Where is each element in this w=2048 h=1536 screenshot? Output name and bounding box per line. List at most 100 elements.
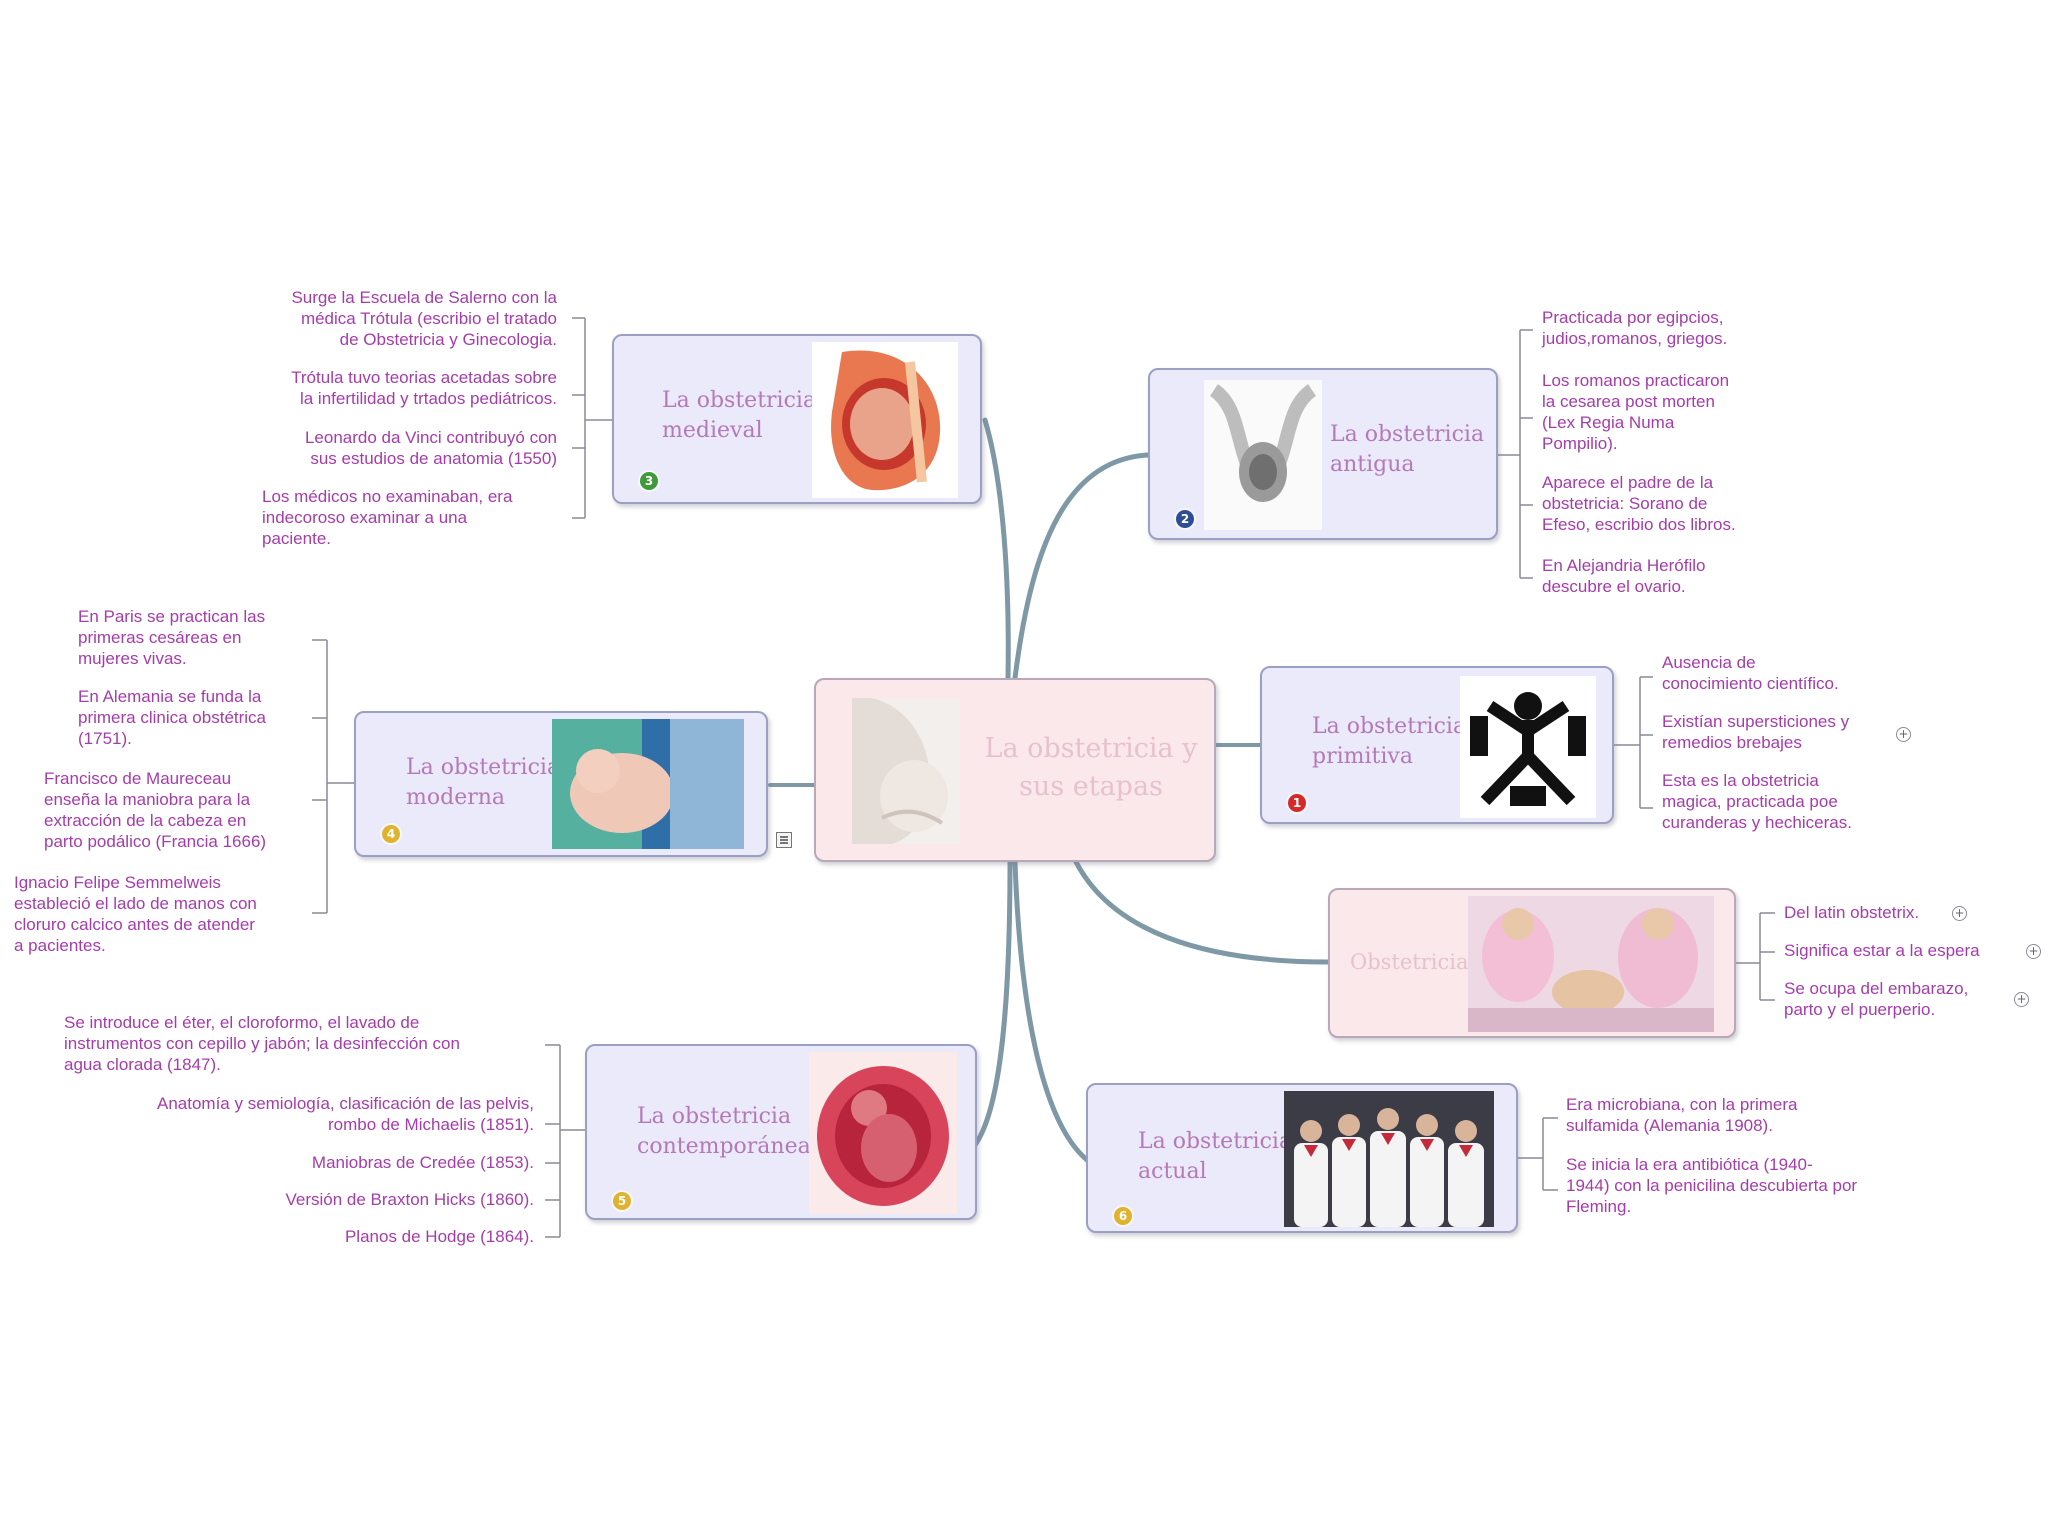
leaf-text-line: Existían supersticiones y — [1662, 711, 1849, 732]
leaf-text-line: Fleming. — [1566, 1196, 1857, 1217]
leaf-text-line: judios,romanos, griegos. — [1542, 328, 1727, 349]
node-title: La obstetricia contemporánea — [637, 1102, 811, 1162]
leaf-text-line: Maniobras de Credée (1853). — [312, 1152, 534, 1173]
leaf-text-line: En Paris se practican las — [78, 606, 265, 627]
leaf-text-line: instrumentos con cepillo y jabón; la des… — [64, 1033, 460, 1054]
note-icon[interactable] — [776, 832, 792, 848]
leaf-text-line: remedios brebajes — [1662, 732, 1849, 753]
leaf-text-line: Significa estar a la espera — [1784, 940, 1980, 961]
leaf-text-line: la cesarea post morten — [1542, 391, 1729, 412]
leaf-text-line: magica, practicada poe — [1662, 791, 1852, 812]
leaf-text-line: Los médicos no examinaban, era — [262, 486, 512, 507]
leaf-text-line: sus estudios de anatomia (1550) — [305, 448, 557, 469]
leaf-text-line: Planos de Hodge (1864). — [345, 1226, 534, 1247]
node-title: La obstetricia actual — [1138, 1127, 1292, 1187]
leaf-text-line: Francisco de Maureceau — [44, 768, 266, 789]
obstetricia-leaf-2[interactable]: Significa estar a la espera — [1784, 940, 1980, 961]
node-title: La obstetricia medieval — [662, 386, 816, 446]
expand-plus-icon[interactable]: + — [1952, 906, 1967, 921]
expand-plus-icon[interactable]: + — [2026, 944, 2041, 959]
leaf-text-line: Era microbiana, con la primera — [1566, 1094, 1797, 1115]
leaf-text-line: (1751). — [78, 728, 266, 749]
leaf-text-line: agua clorada (1847). — [64, 1054, 460, 1075]
leaf-text-line: conocimiento científico. — [1662, 673, 1839, 694]
leaf-text-line: (Lex Regia Numa — [1542, 412, 1729, 433]
pregnant-belly-photo — [852, 698, 960, 844]
contemporanea-leaf-5[interactable]: Planos de Hodge (1864). — [345, 1226, 534, 1247]
node-obstetricia-primitiva[interactable]: La obstetricia primitiva 1 — [1260, 666, 1614, 824]
leaf-text-line: descubre el ovario. — [1542, 576, 1705, 597]
step-badge-2: 2 — [1176, 510, 1194, 528]
node-title: La obstetricia moderna — [406, 753, 560, 813]
leaf-text-line: Aparece el padre de la — [1542, 472, 1736, 493]
step-badge-5: 5 — [613, 1192, 631, 1210]
node-title: La obstetricia primitiva — [1312, 712, 1466, 772]
leaf-text-line: Los romanos practicaron — [1542, 370, 1729, 391]
obstetricia-leaf-1[interactable]: Del latin obstetrix. — [1784, 902, 1919, 923]
pregnancy-anatomy-illustration — [812, 342, 958, 498]
node-obstetricia-actual[interactable]: La obstetricia actual — [1086, 1083, 1518, 1233]
branch-connector-actual — [1015, 862, 1087, 1160]
leaf-text-line: Efeso, escribio dos libros. — [1542, 514, 1736, 535]
leaf-text-line: la infertilidad y trtados pediátricos. — [291, 388, 557, 409]
leaf-text-line: cloruro calcico antes de atender — [14, 914, 257, 935]
central-topic[interactable]: La obstetricia y sus etapas — [814, 678, 1216, 862]
leaf-text-line: Ignacio Felipe Semmelweis — [14, 872, 257, 893]
leaf-text-line: En Alejandria Herófilo — [1542, 555, 1705, 576]
leaf-text-line: parto y el puerperio. — [1784, 999, 1968, 1020]
contemporanea-leaf-3[interactable]: Maniobras de Credée (1853). — [312, 1152, 534, 1173]
node-obstetricia-contemporanea[interactable]: La obstetricia contemporánea 5 — [585, 1044, 977, 1220]
step-badge-3: 3 — [640, 472, 658, 490]
contemporanea-leaf-2[interactable]: Anatomía y semiología, clasificación de … — [157, 1093, 534, 1135]
leaf-text-line: Pompilio). — [1542, 433, 1729, 454]
leaf-text-line: Practicada por egipcios, — [1542, 307, 1727, 328]
leaf-text-line: Surge la Escuela de Salerno con la — [291, 287, 557, 308]
leaf-text-line: paciente. — [262, 528, 512, 549]
branch-connector-medieval — [985, 420, 1008, 678]
contemporanea-leaf-1[interactable]: Se introduce el éter, el cloroformo, el … — [64, 1012, 460, 1075]
fetus-in-uterus-sketch — [1204, 380, 1322, 530]
node-obstetricia[interactable]: Obstetricia — [1328, 888, 1736, 1038]
leaf-text-line: Se inicia la era antibiótica (1940- — [1566, 1154, 1857, 1175]
node-obstetricia-medieval[interactable]: La obstetricia medieval 3 — [612, 334, 982, 504]
leaf-text-line: Ausencia de — [1662, 652, 1839, 673]
leaf-text-line: obstetricia: Sorano de — [1542, 493, 1736, 514]
actual-leaf-2[interactable]: Se inicia la era antibiótica (1940-1944)… — [1566, 1154, 1857, 1217]
obstetricia-leaf-3[interactable]: Se ocupa del embarazo,parto y el puerper… — [1784, 978, 1968, 1020]
leaf-text-line: primera clinica obstétrica — [78, 707, 266, 728]
newborn-baby-photo — [552, 719, 744, 849]
ancient-birth-figure-drawing — [1460, 676, 1596, 818]
leaf-text-line: enseña la maniobra para la — [44, 789, 266, 810]
expand-plus-icon[interactable]: + — [2014, 992, 2029, 1007]
central-title: La obstetricia y sus etapas — [966, 730, 1216, 806]
leaf-text-line: Se introduce el éter, el cloroformo, el … — [64, 1012, 460, 1033]
fetus-in-womb-photo — [809, 1052, 957, 1214]
leaf-text-line: indecoroso examinar a una — [262, 507, 512, 528]
leaf-text-line: sulfamida (Alemania 1908). — [1566, 1115, 1797, 1136]
node-obstetricia-antigua[interactable]: La obstetricia antigua 2 — [1148, 368, 1498, 540]
nurses-with-newborns-photo — [1468, 896, 1714, 1032]
node-obstetricia-moderna[interactable]: La obstetricia moderna 4 — [354, 711, 768, 857]
expand-plus-icon[interactable]: + — [1896, 727, 1911, 742]
antigua-leaf-1[interactable]: Practicada por egipcios,judios,romanos, … — [1542, 307, 1727, 349]
leaf-text-line: médica Trótula (escribio el tratado — [291, 308, 557, 329]
leaf-text-line: primeras cesáreas en — [78, 627, 265, 648]
leaf-text-line: 1944) con la penicilina descubierta por — [1566, 1175, 1857, 1196]
contemporanea-leaf-4[interactable]: Versión de Braxton Hicks (1860). — [285, 1189, 534, 1210]
